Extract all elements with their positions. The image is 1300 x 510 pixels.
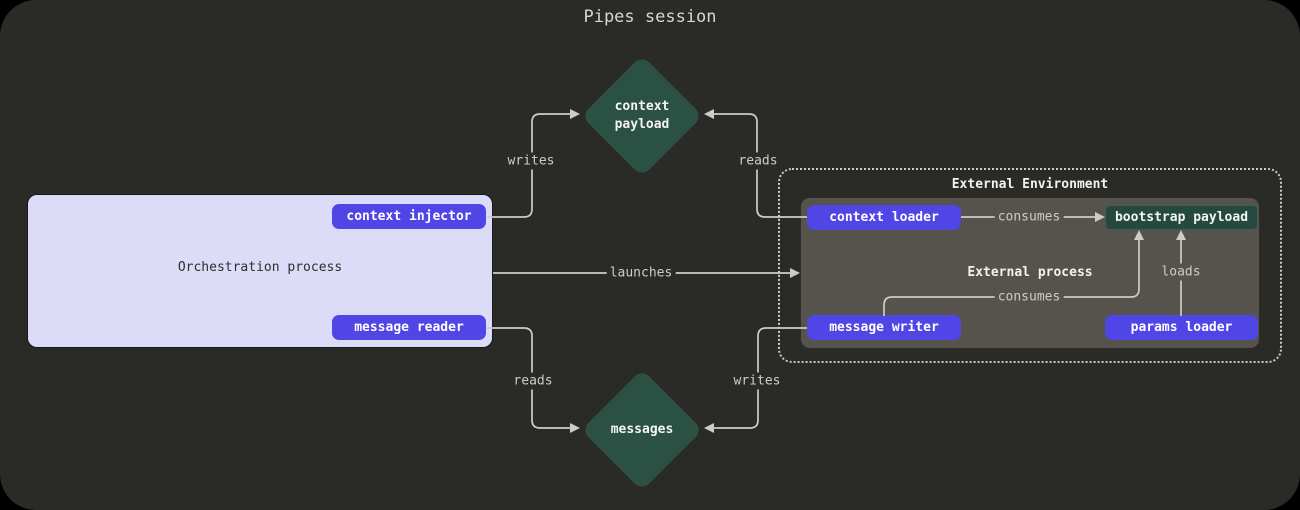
edge-label-reads-bottom: reads <box>510 372 556 390</box>
arrowhead-reads-bottom <box>570 423 580 433</box>
edge-label-launches: launches <box>606 264 676 282</box>
node-context-payload: context payload <box>581 55 703 177</box>
node-context-injector: context injector <box>332 204 486 229</box>
edge-label-consumes-top: consumes <box>994 208 1064 226</box>
external-environment-label: External Environment <box>951 177 1109 192</box>
node-context-loader: context loader <box>807 205 961 230</box>
arrowhead-reads-top <box>704 109 714 119</box>
context-payload-label: context payload <box>614 99 670 132</box>
edge-label-consumes-bottom: consumes <box>994 288 1064 306</box>
node-message-reader: message reader <box>332 315 486 340</box>
messages-label: messages <box>610 422 674 438</box>
orchestration-process-label: Orchestration process <box>177 260 343 275</box>
node-message-writer: message writer <box>807 315 961 340</box>
node-messages: messages <box>581 369 703 491</box>
node-params-loader: params loader <box>1105 315 1258 340</box>
arrowhead-writes-bottom <box>704 423 714 433</box>
edge-label-loads: loads <box>1158 263 1204 281</box>
edge-label-writes-bottom: writes <box>730 372 784 390</box>
diagram-title: Pipes session <box>583 7 717 27</box>
arrowhead-writes-top <box>570 109 580 119</box>
edge-label-writes-top: writes <box>504 152 558 170</box>
cluster-external-environment: External Environment <box>778 168 1282 363</box>
node-bootstrap-payload: bootstrap payload <box>1105 205 1258 230</box>
edge-label-reads-top: reads <box>735 152 781 170</box>
